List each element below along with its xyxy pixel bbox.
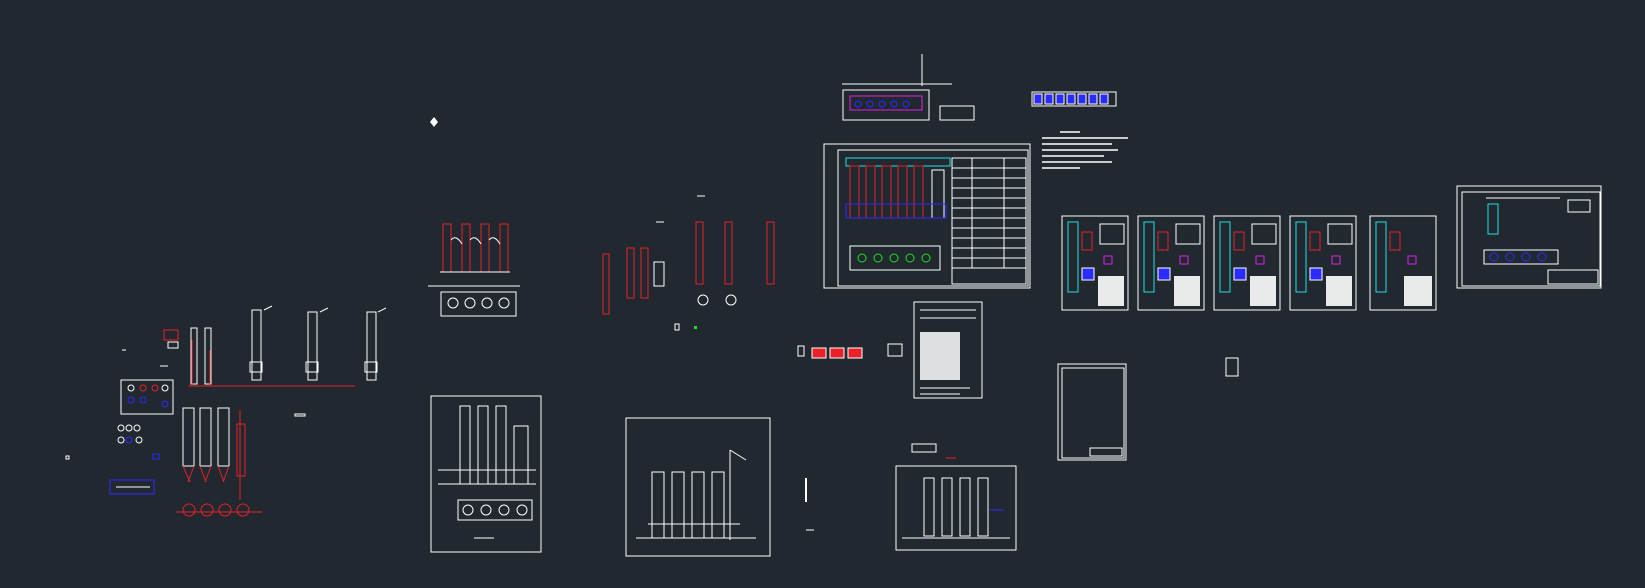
- detail-sheet-5[interactable]: [1369, 215, 1437, 311]
- left-evaporator-cluster[interactable]: [65, 305, 387, 517]
- detail-sheet-4[interactable]: [1289, 215, 1357, 311]
- legend-icon-strip[interactable]: [1031, 91, 1117, 107]
- lower-evaporators: [176, 407, 262, 517]
- specification-text-sheet[interactable]: [913, 301, 983, 399]
- detail-sheet-2[interactable]: [1137, 215, 1205, 311]
- detail-mark: [163, 329, 179, 341]
- mark: [152, 453, 160, 460]
- notes-text-block: [1042, 131, 1128, 169]
- origin-marker: [430, 117, 438, 127]
- valve-symbols: [117, 384, 169, 444]
- upper-column-row: [188, 305, 387, 387]
- empty-frame-sheet[interactable]: [1057, 363, 1127, 461]
- detail-sheet-3[interactable]: [1213, 215, 1281, 311]
- bottom-assembly-sheet-3[interactable]: [895, 443, 1017, 551]
- mark: [674, 323, 680, 331]
- four-effect-evaporator-elevation[interactable]: [428, 223, 520, 317]
- detail-sheet-1[interactable]: [1061, 215, 1129, 311]
- valve-panel: [120, 379, 174, 415]
- main-assembly-sheet[interactable]: [823, 143, 1031, 289]
- green-mark: [694, 326, 697, 329]
- mark: [294, 413, 306, 417]
- center-symbol-strip[interactable]: [797, 343, 903, 359]
- detail-mark: [167, 341, 179, 349]
- bottom-assembly-sheet-2[interactable]: [625, 417, 771, 557]
- parts-list-table: [951, 157, 1027, 285]
- evaporator-columns-row[interactable]: [602, 195, 775, 331]
- right-plan-sheet[interactable]: [1456, 185, 1602, 289]
- small-table-symbol: [1225, 357, 1239, 377]
- mark: [65, 455, 70, 460]
- top-schematic-strip[interactable]: [842, 54, 975, 121]
- pump-unit: [109, 479, 155, 495]
- detail-sheets-row[interactable]: [1061, 215, 1437, 311]
- assembly-columns: [845, 157, 951, 271]
- bottom-assembly-sheet-1[interactable]: [430, 395, 542, 553]
